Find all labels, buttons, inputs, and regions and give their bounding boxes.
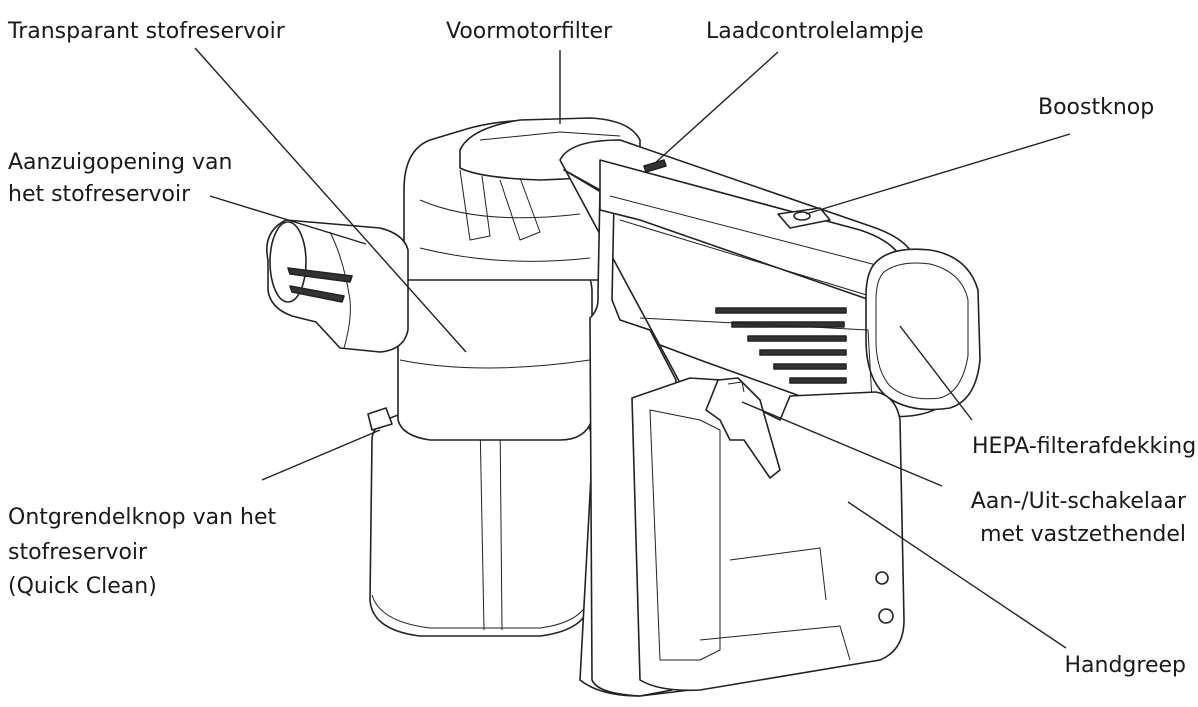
hepa-cover-shape — [865, 248, 981, 411]
leader-lines — [194, 47, 1071, 649]
vent-slots — [715, 307, 847, 384]
label-power-switch-line2: met vastzethendel — [980, 522, 1186, 547]
label-hepa-cover: HEPA-filterafdekking — [972, 434, 1197, 459]
handheld-vacuum-illustration — [266, 117, 981, 697]
leader-hepa-cover — [899, 325, 973, 421]
leader-transparent-reservoir — [194, 47, 467, 353]
label-suction-opening-line2: het stofreservoir — [8, 182, 191, 207]
leader-handle — [847, 501, 1067, 649]
leader-charge-light — [653, 51, 779, 165]
screw-2 — [878, 608, 894, 624]
motor-tube — [599, 159, 901, 301]
label-release-button-line3: (Quick Clean) — [8, 574, 157, 599]
label-release-button-line2: stofreservoir — [8, 540, 148, 565]
label-transparent-reservoir: Transparant stofreservoir — [8, 19, 285, 44]
screw-1 — [875, 571, 889, 585]
leader-release-button — [261, 429, 381, 481]
label-release-button-line1: Ontgrendelknop van het — [8, 505, 277, 530]
label-charge-light: Laadcontrolelampje — [706, 19, 924, 44]
handle-grip — [631, 377, 905, 692]
leader-suction-opening — [209, 195, 367, 245]
reservoir-body — [397, 261, 593, 441]
power-switch-shape — [705, 377, 781, 479]
label-suction-opening-line1: Aanzuigopening van — [8, 150, 233, 175]
release-button-shape — [367, 407, 393, 431]
reservoir-base — [369, 409, 593, 637]
label-pre-motor-filter: Voormotorfilter — [446, 19, 613, 44]
boost-button-shape — [777, 207, 831, 229]
leader-boost-button — [805, 133, 1071, 215]
label-boost-button: Boostknop — [1038, 95, 1155, 120]
suction-nozzle — [266, 219, 409, 353]
label-power-switch-line1: Aan-/Uit-schakelaar — [970, 489, 1186, 514]
leader-power-switch — [741, 401, 943, 487]
label-handle: Handgreep — [1064, 653, 1187, 678]
charge-light-shape — [643, 159, 667, 173]
